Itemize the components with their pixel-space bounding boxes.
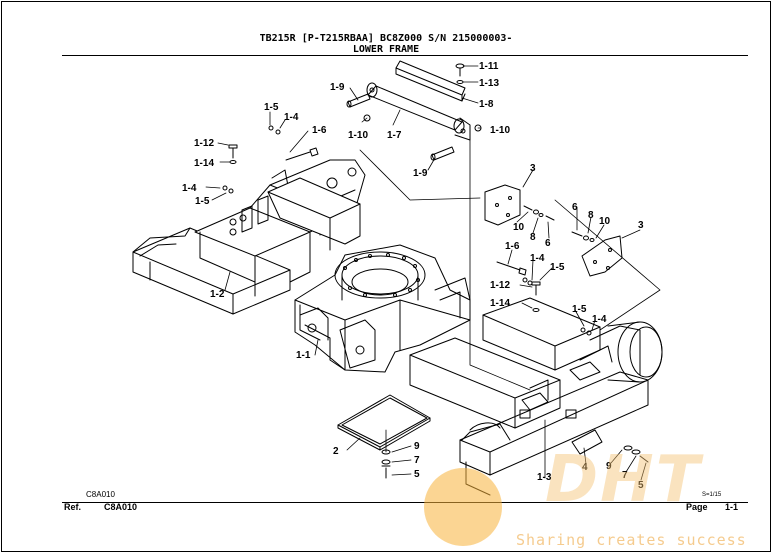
right-track-frame <box>409 297 663 496</box>
callout-1-3: 1-3 <box>537 472 552 483</box>
callout-1-5: 1-5 <box>572 304 587 315</box>
watermark-slogan: Sharing creates success <box>516 531 747 549</box>
callout-1-14: 1-14 <box>490 298 510 309</box>
callout-1-4: 1-4 <box>592 314 607 325</box>
watermark-logo <box>424 468 502 546</box>
callout-1-8: 1-8 <box>479 99 494 110</box>
callout-1-6: 1-6 <box>505 241 520 252</box>
callout-1-12: 1-12 <box>490 280 510 291</box>
sheet-count: S=1/15 <box>702 492 722 498</box>
callout-9: 9 <box>414 441 420 452</box>
callout-1-6: 1-6 <box>312 125 327 136</box>
callout-1-5: 1-5 <box>550 262 565 273</box>
callout-1-4: 1-4 <box>530 253 545 264</box>
callout-6: 6 <box>545 238 551 249</box>
center-frame <box>294 244 471 373</box>
callout-6: 6 <box>572 202 578 213</box>
callout-1-9: 1-9 <box>413 168 428 179</box>
callout-1-1: 1-1 <box>296 350 311 361</box>
callout-10: 10 <box>599 216 611 227</box>
callout-labels: 1-11 1-13 1-8 1-9 1-10 1-10 1-7 1-9 1-5 … <box>182 61 644 491</box>
hardware-bolts <box>222 125 649 479</box>
callout-1-11: 1-11 <box>479 61 499 72</box>
callout-1-10: 1-10 <box>490 125 510 136</box>
callout-5: 5 <box>638 480 644 491</box>
cover-plates <box>484 184 623 277</box>
callout-7: 7 <box>622 470 628 481</box>
ref-label: Ref. <box>64 502 82 512</box>
ref-code: C8A010 <box>104 502 138 512</box>
cylinder-assembly <box>346 60 482 161</box>
callout-2: 2 <box>333 446 339 457</box>
drawing-frame <box>62 55 748 503</box>
ref-code-small: C8A010 <box>86 490 115 499</box>
page-label: Page <box>686 502 708 512</box>
callout-1-5: 1-5 <box>195 196 210 207</box>
callout-10: 10 <box>513 222 525 233</box>
callout-1-4: 1-4 <box>182 183 197 194</box>
left-track-frame <box>132 159 366 315</box>
callout-8: 8 <box>588 210 594 221</box>
callout-1-4: 1-4 <box>284 112 299 123</box>
watermark-logo-text: DHT <box>545 443 702 517</box>
callout-1-9: 1-9 <box>330 82 345 93</box>
callout-1-7: 1-7 <box>387 130 402 141</box>
page-number: 1-1 <box>725 502 739 512</box>
callout-7: 7 <box>414 455 420 466</box>
leader-lines <box>205 65 661 481</box>
section-title: LOWER FRAME <box>352 44 420 55</box>
callout-1-13: 1-13 <box>479 78 499 89</box>
callout-1-14: 1-14 <box>194 158 214 169</box>
callout-8: 8 <box>530 232 536 243</box>
callout-1-12: 1-12 <box>194 138 214 149</box>
callout-1-10: 1-10 <box>348 130 368 141</box>
callout-4: 4 <box>582 462 588 473</box>
callout-5: 5 <box>414 469 420 480</box>
callout-9: 9 <box>606 461 612 472</box>
callout-1-2: 1-2 <box>210 289 225 300</box>
callout-3: 3 <box>530 163 536 174</box>
callout-3: 3 <box>638 220 644 231</box>
callout-1-5: 1-5 <box>264 102 279 113</box>
page-title: TB215R [P-T215RBAA] BC8Z000 S/N 21500000… <box>259 33 513 44</box>
